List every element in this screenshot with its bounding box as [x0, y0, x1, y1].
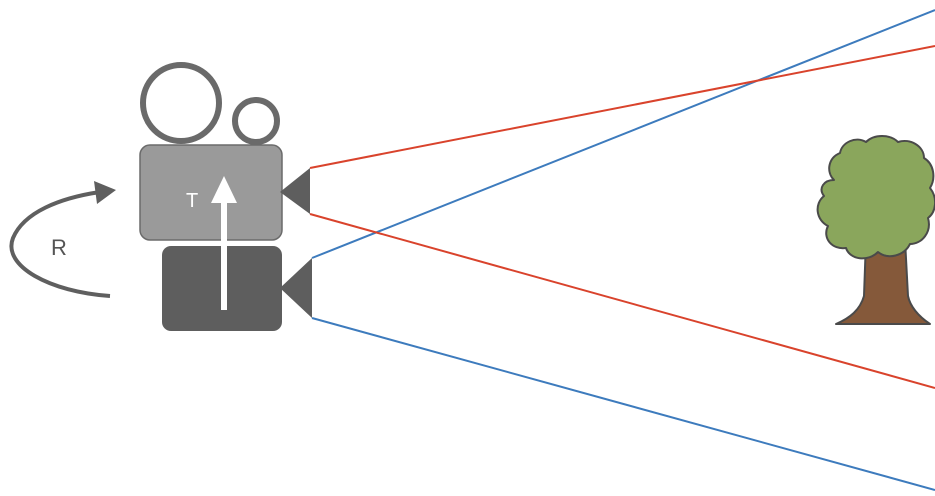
film-reel-small [235, 100, 277, 142]
tree-foliage [818, 136, 935, 258]
tree-icon [818, 136, 935, 324]
camera-2-view-rays [312, 10, 935, 490]
camera-body-icon [162, 246, 312, 331]
camera-1-body [140, 145, 282, 240]
rotation-label: R [51, 235, 67, 260]
camera-2-lower-ray [312, 318, 935, 490]
camera-1-lens [280, 168, 310, 214]
film-reel-large [143, 65, 219, 141]
camera-2-lens [280, 258, 312, 318]
translation-label: T [186, 190, 198, 212]
rotation-arrow-head [94, 181, 116, 204]
